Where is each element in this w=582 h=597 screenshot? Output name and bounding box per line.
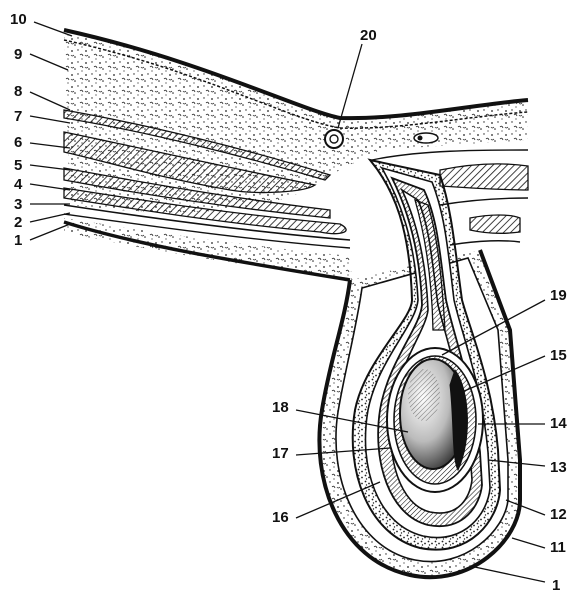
right-wall-hatched-2: [470, 215, 520, 233]
label-16: 16: [272, 509, 289, 526]
label-15: 15: [550, 347, 567, 364]
label-8: 8: [14, 83, 22, 100]
label-13: 13: [550, 459, 567, 476]
label-12: 12: [550, 506, 567, 523]
label-1-left: 1: [14, 232, 22, 249]
label-19: 19: [550, 287, 567, 304]
label-18: 18: [272, 399, 289, 416]
label-11: 11: [550, 539, 566, 556]
label-2: 2: [14, 214, 22, 231]
label-10: 10: [10, 11, 27, 28]
label-6: 6: [14, 134, 22, 151]
right-wall-fascia: [372, 150, 528, 160]
label-14: 14: [550, 415, 567, 432]
right-wall-fascia-2: [440, 198, 528, 205]
label-20: 20: [360, 27, 377, 44]
label-4: 4: [14, 176, 23, 193]
right-wall-fascia-3: [450, 241, 520, 245]
label-17: 17: [272, 445, 289, 462]
label-5: 5: [14, 157, 22, 174]
right-wall-hatched-1: [440, 164, 528, 190]
label-3: 3: [14, 196, 22, 213]
label-9: 9: [14, 46, 22, 63]
vessel-20: [325, 130, 343, 148]
label-7: 7: [14, 108, 22, 125]
label-1-bottom: 1: [552, 577, 560, 594]
